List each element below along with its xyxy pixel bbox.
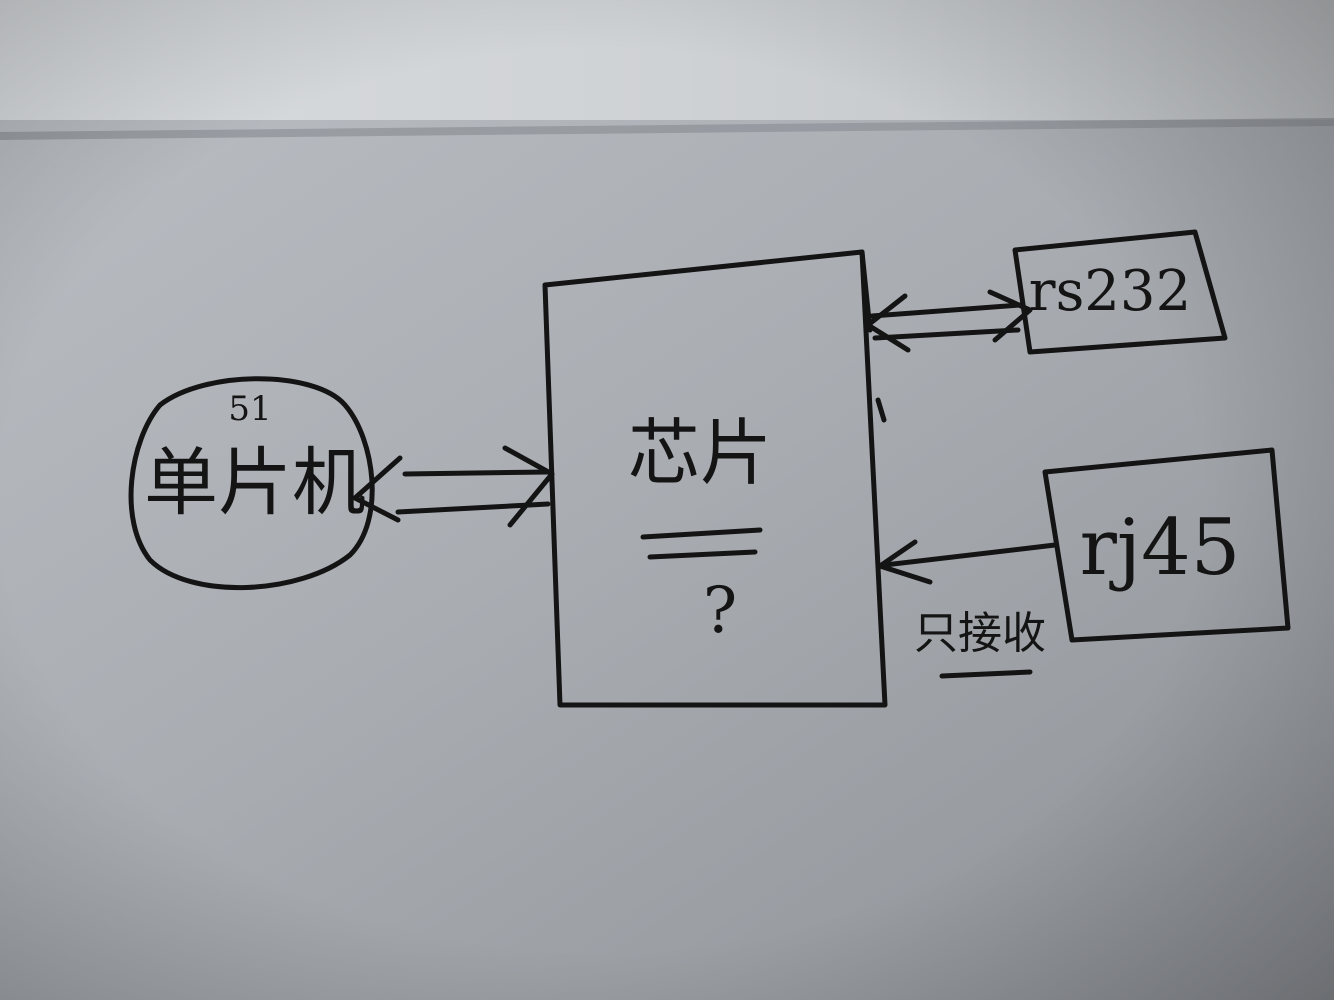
mcu-chip-arrow-line-1 — [402, 469, 551, 477]
mcu-chip-arrow-head-right — [502, 445, 555, 528]
rs232-label: rs232 — [1029, 259, 1191, 324]
mcu-label: 单片机 — [144, 440, 366, 526]
chip-divider-line-1 — [640, 527, 763, 540]
chip-divider-line-2 — [647, 549, 758, 560]
rj45-chip-arrow-line — [882, 542, 1058, 568]
chip-rs232-arrow-head-left — [865, 293, 911, 353]
chip-sub-label: ? — [703, 574, 737, 648]
rs232-box — [1012, 229, 1228, 355]
mcu-circle — [128, 376, 375, 590]
rj45-label: rj45 — [1080, 503, 1241, 593]
mcu-chip-arrow-head-left — [352, 455, 403, 523]
mcu-sub-label: 51 — [228, 389, 271, 429]
chip-rs232-arrow-line-2 — [872, 327, 1021, 341]
rj45-chip-arrow-head — [877, 539, 933, 585]
chip-rs232-arrow-head-right — [987, 289, 1033, 343]
rj45-box — [1042, 447, 1291, 643]
rj45-link-note: 只接收 — [914, 608, 1046, 659]
chip-rs232-arrow-line-1 — [869, 302, 1023, 319]
chip-box-right-wall — [859, 249, 887, 423]
chip-box — [542, 249, 888, 708]
note-underline — [939, 669, 1033, 679]
chip-label: 芯片 — [628, 411, 772, 495]
